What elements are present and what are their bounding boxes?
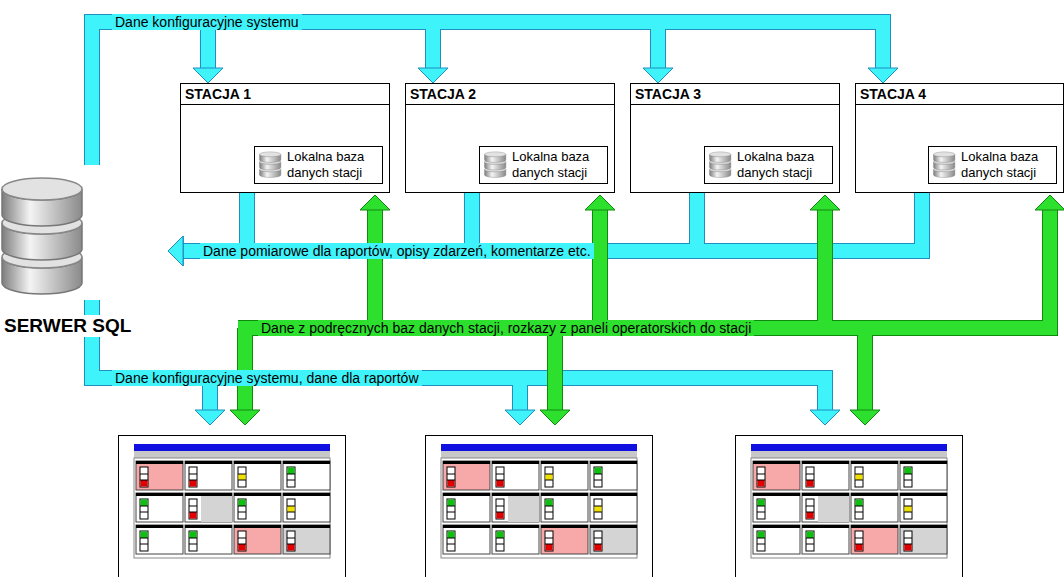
arrow-head <box>585 195 615 210</box>
arrow-head <box>360 195 390 210</box>
arrow-head <box>810 410 840 425</box>
cyan-flow <box>92 22 922 425</box>
flow-label: Dane konfiguracyjne systemu, dane dla ra… <box>112 370 422 386</box>
arrow-head <box>230 410 260 425</box>
arrow-head <box>540 410 570 425</box>
database-icon <box>484 149 508 181</box>
flow-arrow <box>92 300 825 411</box>
flow-arrow <box>238 209 825 328</box>
server-label: SERWER SQL <box>2 315 133 337</box>
sql-server: SERWER SQL <box>0 165 168 345</box>
flow-outline <box>92 300 825 411</box>
local-database: Lokalna baza danych stacji <box>928 146 1057 184</box>
arrow-head <box>868 68 898 83</box>
database-label: Lokalna baza danych stacji <box>512 149 604 181</box>
flow-outline <box>238 209 375 328</box>
database-icon <box>709 149 733 181</box>
station-box: STACJA 4 Lokalna baza danych stacji <box>855 83 1064 193</box>
flow-arrow <box>238 209 375 328</box>
flow-label: Dane konfiguracyjne systemu <box>112 14 302 30</box>
flow-label: Dane z podręcznych baz danych stacji, ro… <box>258 320 754 336</box>
arrow-head <box>850 410 880 425</box>
flow-outline <box>238 209 600 328</box>
arrow-head <box>643 68 673 83</box>
arrow-head <box>810 195 840 210</box>
flow-outline <box>238 209 825 328</box>
local-database: Lokalna baza danych stacji <box>704 146 833 184</box>
database-label: Lokalna baza danych stacji <box>961 149 1053 181</box>
green-flow <box>230 195 1064 425</box>
database-icon <box>259 149 283 181</box>
station-title: STACJA 3 <box>631 84 839 105</box>
station-title: STACJA 4 <box>856 84 1063 105</box>
arrow-head <box>168 236 183 266</box>
flow-arrow <box>92 300 520 411</box>
database-icon <box>0 165 90 310</box>
arrow-head <box>168 236 183 266</box>
operator-panel <box>426 436 653 577</box>
arrow-head <box>168 236 183 266</box>
station-box: STACJA 2 Lokalna baza danych stacji <box>405 83 615 193</box>
flow-arrow <box>238 209 600 328</box>
station-title: STACJA 2 <box>406 84 614 105</box>
station-title: STACJA 1 <box>181 84 389 105</box>
arrow-head <box>418 68 448 83</box>
operator-panel <box>119 436 346 577</box>
flow-label: Dane pomiarowe dla raportów, opisy zdarz… <box>200 243 594 259</box>
database-label: Lokalna baza danych stacji <box>287 149 379 181</box>
flow-outline <box>238 209 1050 328</box>
operator-panel <box>736 436 963 577</box>
flow-arrow <box>238 209 1050 328</box>
local-database: Lokalna baza danych stacji <box>479 146 608 184</box>
station-box: STACJA 3 Lokalna baza danych stacji <box>630 83 840 193</box>
station-box: STACJA 1 Lokalna baza danych stacji <box>180 83 390 193</box>
arrow-head <box>1035 195 1064 210</box>
database-label: Lokalna baza danych stacji <box>737 149 829 181</box>
local-database: Lokalna baza danych stacji <box>254 146 383 184</box>
arrow-head <box>505 410 535 425</box>
flow-outline <box>92 300 520 411</box>
database-icon <box>933 149 957 181</box>
arrow-head <box>168 236 183 266</box>
arrow-head <box>193 68 223 83</box>
arrow-head <box>195 410 225 425</box>
